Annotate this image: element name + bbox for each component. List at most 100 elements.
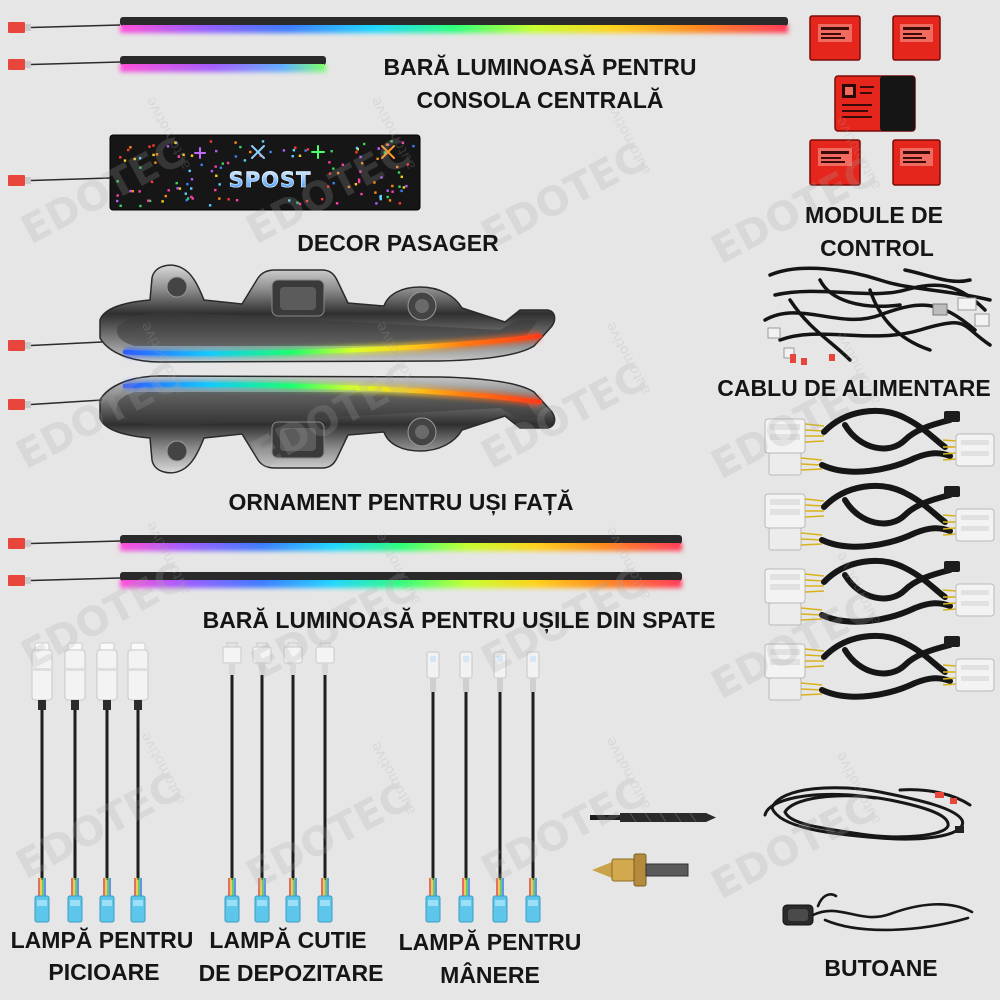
decor-light-dot xyxy=(391,184,394,188)
decor-light-dot xyxy=(175,181,178,185)
decor-light-dot xyxy=(332,167,335,170)
passenger-decor-panel: SPOST xyxy=(109,134,421,211)
decor-light-dot xyxy=(176,187,179,190)
rear-door-light-bar-1 xyxy=(120,535,682,551)
decor-light-dot xyxy=(161,200,164,203)
center-console-short-bar xyxy=(120,56,326,72)
label-power-cable: CABLU DE ALIMENTARE xyxy=(717,375,991,401)
decor-light-dot xyxy=(304,149,307,152)
decor-light-dot xyxy=(234,155,238,158)
decor-light-dot xyxy=(235,199,239,202)
decor-light-dot xyxy=(332,182,335,185)
decor-light-dot xyxy=(355,146,359,150)
decor-light-dot xyxy=(234,141,237,144)
decor-light-dot xyxy=(190,178,194,181)
decor-light-dot xyxy=(374,191,377,194)
decor-light-dot xyxy=(209,140,213,143)
decor-light-dot xyxy=(239,145,242,149)
decor-light-dots xyxy=(116,140,415,208)
decor-light-dot xyxy=(292,149,296,152)
hole-saw xyxy=(592,853,689,887)
decor-light-dot xyxy=(354,183,358,186)
front-door-ornament-upper xyxy=(100,265,555,362)
decor-light-dot xyxy=(380,176,383,179)
decor-light-dot xyxy=(177,155,181,158)
decor-light-dot xyxy=(363,142,366,146)
button-cable-connector xyxy=(955,826,964,833)
drill-bit xyxy=(590,812,716,823)
connector-door-ornament-upper xyxy=(8,340,103,351)
decor-light-dot xyxy=(379,197,382,201)
control-module-main xyxy=(834,75,916,132)
rear-door-light-bar-2 xyxy=(120,572,682,588)
connector-rear-door-bar-1 xyxy=(8,538,121,549)
decor-light-dot xyxy=(184,192,187,195)
label-center-console-line2: CONSOLA CENTRALĂ xyxy=(416,87,664,113)
decor-light-dot xyxy=(321,198,324,201)
decor-light-dot xyxy=(191,197,194,200)
center-console-light-bar xyxy=(120,17,788,33)
label-center-console-line1: BARĂ LUMINOASĂ PENTRU xyxy=(383,54,697,80)
decor-light-dot xyxy=(186,197,190,200)
foot-lamp-connector xyxy=(99,877,115,923)
decor-light-dot xyxy=(400,175,403,178)
decor-light-dot xyxy=(185,198,188,202)
decor-light-dot xyxy=(386,195,389,199)
connector-center-console-bar xyxy=(8,22,121,33)
decor-light-dot xyxy=(139,166,142,169)
decor-light-dot xyxy=(336,171,340,175)
control-module-4 xyxy=(892,139,941,186)
decor-light-dot xyxy=(357,180,361,184)
storage-box-lamp-connector xyxy=(317,877,333,923)
decor-light-dot xyxy=(330,150,333,153)
decor-light-dot xyxy=(282,149,286,152)
decor-sparkles xyxy=(194,145,395,159)
decor-light-dot xyxy=(373,181,376,184)
storage-box-lamp-connector xyxy=(224,877,240,923)
decor-light-dot xyxy=(208,204,212,207)
decor-light-dot xyxy=(398,185,401,188)
decor-light-dot xyxy=(306,148,310,151)
button-cable-connector xyxy=(935,792,944,798)
decor-light-dot xyxy=(226,161,230,165)
decor-light-dot xyxy=(401,141,405,144)
control-module-1 xyxy=(809,15,861,61)
label-rear-door-bar: BARĂ LUMINOASĂ PENTRU UȘILE DIN SPATE xyxy=(202,607,716,633)
control-module-2 xyxy=(892,15,941,61)
label-foot-lamp-line1: LAMPĂ PENTRU xyxy=(10,927,194,953)
decor-light-dot xyxy=(406,163,409,166)
decor-light-dot xyxy=(133,157,136,161)
decor-light-dot xyxy=(335,202,339,205)
decor-light-dot xyxy=(127,148,130,152)
decor-light-dot xyxy=(249,150,252,154)
decor-light-dot xyxy=(150,180,154,184)
label-passenger-decor: DECOR PASAGER xyxy=(297,230,499,256)
decor-light-dot xyxy=(116,180,119,183)
decor-light-dot xyxy=(269,150,272,154)
decor-light-dot xyxy=(327,185,330,188)
decor-light-dot xyxy=(402,186,406,189)
decor-light-dot xyxy=(214,165,217,168)
decor-light-dot xyxy=(221,162,224,165)
decor-light-dot xyxy=(154,161,157,164)
label-foot-lamp-line2: PICIOARE xyxy=(48,959,160,985)
decor-light-dot xyxy=(138,157,142,160)
decor-light-dot xyxy=(166,145,170,148)
foot-lamp-connector xyxy=(130,877,146,923)
decor-light-dot xyxy=(360,192,363,196)
decor-light-dot xyxy=(178,187,182,190)
decor-light-dot xyxy=(359,170,362,173)
handle-lamp-1 xyxy=(425,650,441,882)
decor-light-dot xyxy=(218,183,221,186)
decor-light-dot xyxy=(376,157,379,160)
decor-light-dot xyxy=(355,151,358,154)
label-control-modules-line1: MODULE DE xyxy=(805,202,943,228)
decor-light-dot xyxy=(291,155,294,158)
decor-light-dot xyxy=(305,199,309,203)
decor-light-dot xyxy=(152,153,155,157)
foot-lamp-connector xyxy=(67,877,83,923)
